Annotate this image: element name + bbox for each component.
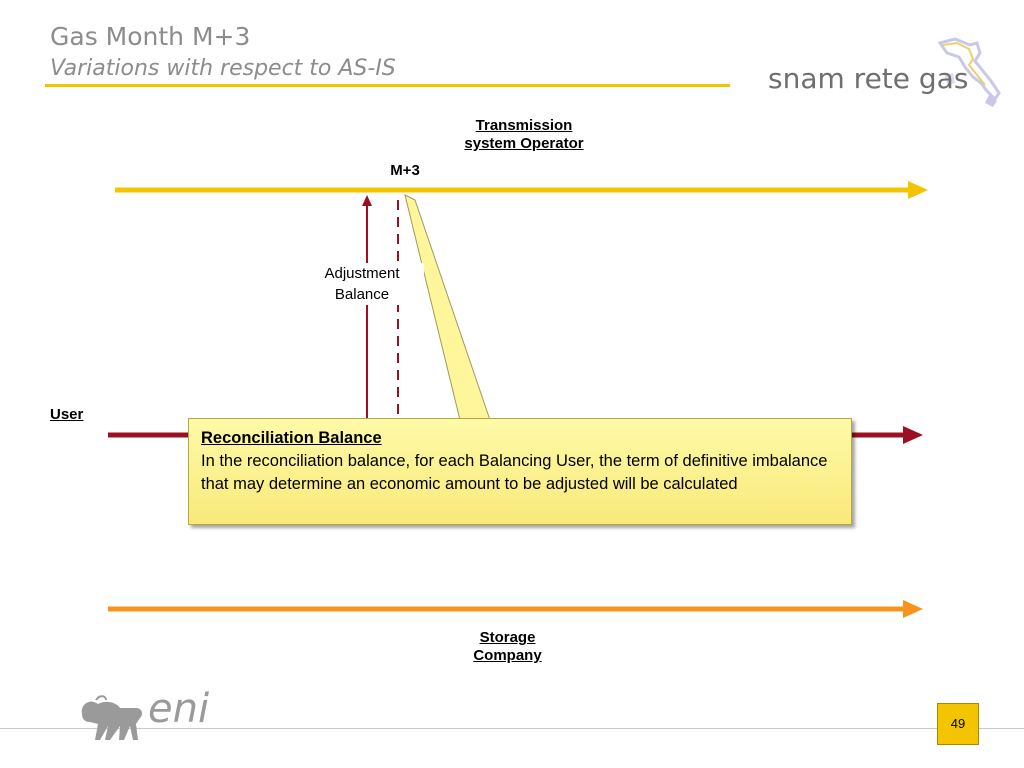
user-arrowhead [903,426,923,444]
six-legged-dog-logo-icon [81,695,143,740]
reconciliation-callout: Reconciliation Balance In the reconcilia… [188,418,852,525]
page-subtitle: Variations with respect to AS-IS [50,56,396,81]
page-number: 49 [937,703,979,745]
italy-map-logo-icon [937,37,1001,107]
page-title: Gas Month M+3 [50,22,251,51]
callout-body: In the reconciliation balance, for each … [201,452,828,493]
storage-arrowhead [903,600,923,618]
adjustment-arrowhead [362,195,372,206]
snam-logo-text: snam rete gas [768,62,969,95]
eni-logo-text: eni [148,686,210,732]
user-label: User [50,406,84,423]
m3-label: M+3 [390,162,420,179]
callout-heading: Reconciliation Balance [201,429,382,447]
title-underline [45,84,730,87]
adjustment-balance-label: Adjustment Balance [300,263,424,305]
callout-pointer [404,194,491,421]
footer-divider [0,728,1024,729]
storage-company-label: Storage Company [473,629,542,664]
tso-label: Transmission system Operator [464,117,584,152]
tso-arrowhead [908,181,928,199]
